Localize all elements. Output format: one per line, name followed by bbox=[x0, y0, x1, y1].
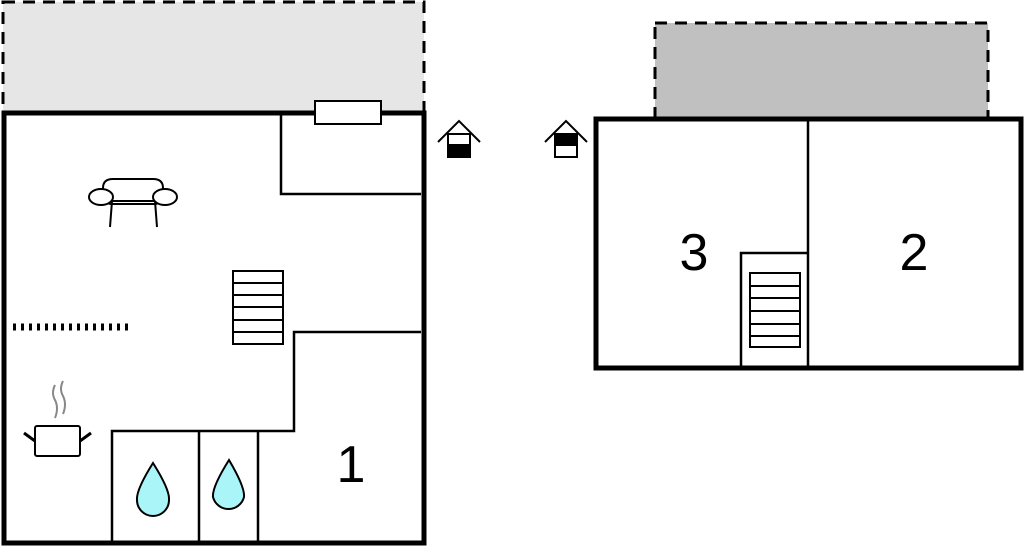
ground-terrace bbox=[1, 0, 426, 114]
stairs-icon bbox=[232, 270, 284, 345]
ground-floor-indicator-icon bbox=[437, 119, 481, 158]
kitchen-pot-icon bbox=[23, 380, 92, 457]
ground-floor: 1 bbox=[1, 0, 427, 546]
armchair-icon bbox=[88, 178, 178, 228]
upper-floor-indicator-icon bbox=[544, 119, 588, 158]
room-label-3: 3 bbox=[680, 224, 709, 282]
room-1-wall bbox=[110, 330, 421, 542]
stair-enclosure bbox=[739, 251, 808, 366]
upper-terrace bbox=[653, 21, 990, 120]
window-icon bbox=[314, 100, 382, 125]
room-label-1: 1 bbox=[337, 436, 366, 494]
water-drop-icon bbox=[211, 458, 246, 510]
ground-outer-wall bbox=[1, 110, 427, 546]
water-drop-icon bbox=[135, 461, 171, 517]
entry-room-wall bbox=[279, 115, 421, 196]
room-label-2: 2 bbox=[900, 224, 929, 282]
stairs-icon bbox=[749, 272, 801, 348]
upper-floor: 3 2 bbox=[593, 21, 1024, 371]
